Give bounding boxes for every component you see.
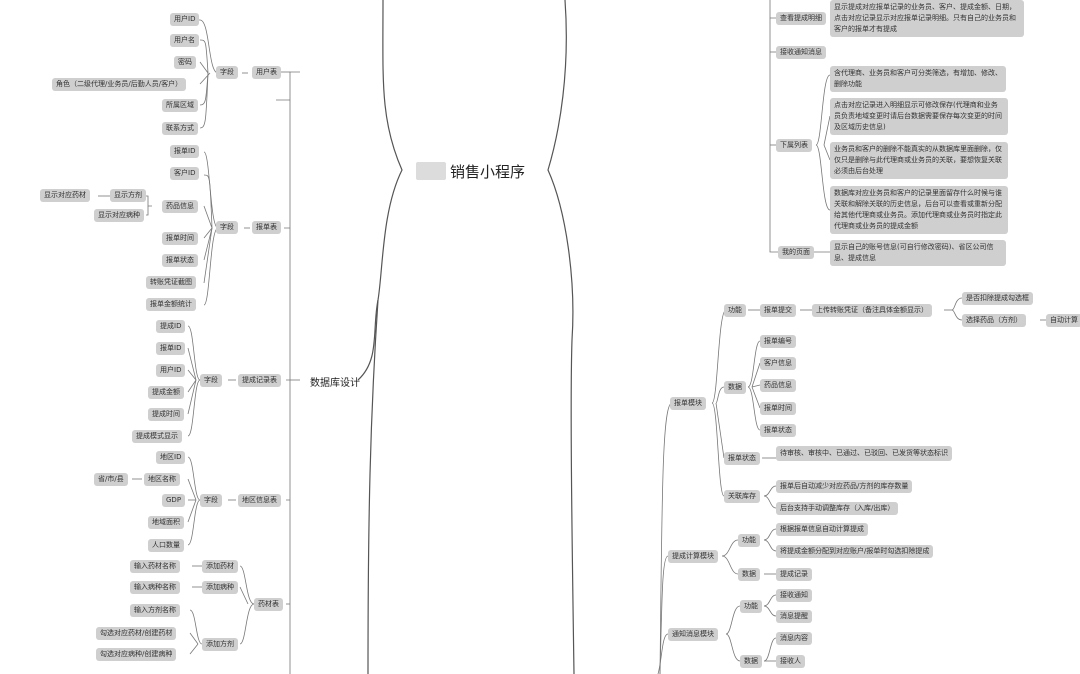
node-drug-info-right[interactable]: 药品信息 <box>760 379 796 392</box>
node-report-func[interactable]: 功能 <box>724 304 746 317</box>
node-calc-auto[interactable]: 根据报单信息自动计算提成 <box>776 523 868 536</box>
note-view-commission: 显示提成对应报单记录的业务员、客户、提成金额、日期，点击对应记录显示对应报单记录… <box>830 0 1024 37</box>
node-region-name[interactable]: 地区名称 <box>144 473 180 486</box>
node-commission-mode[interactable]: 提成模式显示 <box>132 430 182 443</box>
node-show-herb[interactable]: 显示对应药材 <box>40 189 90 202</box>
node-role[interactable]: 角色（二级代理/业务员/后勤人员/客户） <box>52 78 187 91</box>
node-report-module[interactable]: 报单模块 <box>670 397 706 410</box>
node-upload-proof[interactable]: 上传转账凭证（备注具体金额显示） <box>812 304 932 317</box>
node-calc-data[interactable]: 数据 <box>738 568 760 581</box>
node-status-group[interactable]: 报单状态 <box>724 452 760 465</box>
node-calc-module[interactable]: 提成计算模块 <box>668 550 718 563</box>
node-notice-content[interactable]: 消息内容 <box>776 632 812 645</box>
node-inventory[interactable]: 关联库存 <box>724 490 760 503</box>
node-calc-record[interactable]: 提成记录 <box>776 568 812 581</box>
note-sub-4: 数据库对应业务员和客户的记录里面留存什么时候与谁关联和解除关联的历史信息，后台可… <box>830 186 1008 234</box>
node-my-page[interactable]: 我的页面 <box>778 246 814 259</box>
note-status: 待审核、审核中、已通过、已驳回、已发货等状态标识 <box>776 446 952 461</box>
node-show-formula[interactable]: 显示方剂 <box>110 189 146 202</box>
node-inv-auto[interactable]: 报单后自动减少对应药品/方剂的库存数量 <box>776 480 913 493</box>
node-receive-notice[interactable]: 接收通知消息 <box>776 46 826 59</box>
node-add-herb[interactable]: 添加药材 <box>202 560 238 573</box>
node-report-amount[interactable]: 报单金额统计 <box>146 298 196 311</box>
node-deduct-checkbox[interactable]: 是否扣除提成勾选框 <box>962 292 1033 305</box>
node-region-id[interactable]: 地区ID <box>156 451 186 464</box>
note-my-page: 显示自己的账号信息(可自行修改密码)、省区公司信息、提成信息 <box>830 240 1006 266</box>
node-commission-table[interactable]: 提成记录表 <box>238 374 281 387</box>
node-show-disease[interactable]: 显示对应病种 <box>94 209 144 222</box>
node-report-field[interactable]: 字段 <box>216 221 238 234</box>
node-report-time-right[interactable]: 报单时间 <box>760 402 796 415</box>
node-subordinates[interactable]: 下属列表 <box>776 139 812 152</box>
node-password[interactable]: 密码 <box>174 56 196 69</box>
node-customer-id[interactable]: 客户ID <box>170 167 200 180</box>
node-commission-report-id[interactable]: 报单ID <box>156 342 186 355</box>
node-population[interactable]: 人口数量 <box>148 539 184 552</box>
node-notice-data[interactable]: 数据 <box>740 655 762 668</box>
node-add-disease[interactable]: 添加病种 <box>202 581 238 594</box>
node-gdp[interactable]: GDP <box>162 494 186 507</box>
node-report-status-right[interactable]: 报单状态 <box>760 424 796 437</box>
node-commission-id[interactable]: 提成ID <box>156 320 186 333</box>
node-commission-user-id[interactable]: 用户ID <box>156 364 186 377</box>
node-notice-func[interactable]: 功能 <box>740 600 762 613</box>
node-view-commission[interactable]: 查看提成明细 <box>776 12 826 25</box>
node-formula-name[interactable]: 输入方剂名称 <box>130 604 180 617</box>
node-check-disease[interactable]: 勾选对应病种/创建病种 <box>96 648 177 661</box>
note-sub-3: 业务员和客户的删除不能真实的从数据库里面删除，仅仅只是删除与此代理商或业务员的关… <box>830 142 1008 179</box>
node-report-submit[interactable]: 报单提交 <box>760 304 796 317</box>
note-sub-1: 含代理商、业务员和客户可分类筛选，有增加、修改、删除功能 <box>830 66 1006 92</box>
node-report-status[interactable]: 报单状态 <box>162 254 198 267</box>
node-database-design[interactable]: 数据库设计 <box>310 378 360 389</box>
map-title: 销售小程序 <box>450 163 526 181</box>
node-region-table[interactable]: 地区信息表 <box>238 494 281 507</box>
node-user-name[interactable]: 用户名 <box>170 34 199 47</box>
node-notice-remind[interactable]: 消息提醒 <box>776 610 812 623</box>
blurred-logo <box>416 162 446 180</box>
node-select-drug[interactable]: 选择药品（方剂） <box>962 314 1026 327</box>
node-notice-recipient[interactable]: 接收人 <box>776 655 805 668</box>
node-drug-info[interactable]: 药品信息 <box>162 200 198 213</box>
node-report-data[interactable]: 数据 <box>724 381 746 394</box>
node-drug-table[interactable]: 药材表 <box>254 598 283 611</box>
node-report-no[interactable]: 报单编号 <box>760 335 796 348</box>
node-notice-receive[interactable]: 接收通知 <box>776 589 812 602</box>
node-transfer-screenshot[interactable]: 转账凭证截图 <box>146 276 196 289</box>
node-commission-time[interactable]: 提成时间 <box>148 408 184 421</box>
node-check-herb[interactable]: 勾选对应药材/创建药材 <box>96 627 177 640</box>
node-customer-info[interactable]: 客户信息 <box>760 357 796 370</box>
node-region-field[interactable]: 字段 <box>200 494 222 507</box>
node-report-id[interactable]: 报单ID <box>170 145 200 158</box>
note-sub-2: 点击对应记录进入明细显示可修改保存(代理商和业务员负责地域变更时请后台数据需要保… <box>830 98 1008 135</box>
node-contact[interactable]: 联系方式 <box>162 122 198 135</box>
node-user-table[interactable]: 用户表 <box>252 66 281 79</box>
node-report-time[interactable]: 报单时间 <box>162 232 198 245</box>
node-add-formula[interactable]: 添加方剂 <box>202 638 238 651</box>
node-calc-assign[interactable]: 将提成金额分配到对应账户/报单时勾选扣除提成 <box>776 545 934 558</box>
node-commission-amount[interactable]: 提成金额 <box>148 386 184 399</box>
node-auto-calc[interactable]: 自动计算 <box>1046 314 1080 327</box>
node-commission-field[interactable]: 字段 <box>200 374 222 387</box>
node-user-field[interactable]: 字段 <box>216 66 238 79</box>
node-province-city-county[interactable]: 省/市/县 <box>94 473 128 486</box>
node-disease-name[interactable]: 输入病种名称 <box>130 581 180 594</box>
node-user-id[interactable]: 用户ID <box>170 13 200 26</box>
node-region[interactable]: 所属区域 <box>162 99 198 112</box>
node-area[interactable]: 地域面积 <box>148 516 184 529</box>
node-calc-func[interactable]: 功能 <box>738 534 760 547</box>
node-report-table[interactable]: 报单表 <box>252 221 281 234</box>
node-inv-manual[interactable]: 后台支持手动调整库存（入库/出库） <box>776 502 899 515</box>
node-herb-name[interactable]: 输入药材名称 <box>130 560 180 573</box>
node-notice-module[interactable]: 通知消息模块 <box>668 628 718 641</box>
